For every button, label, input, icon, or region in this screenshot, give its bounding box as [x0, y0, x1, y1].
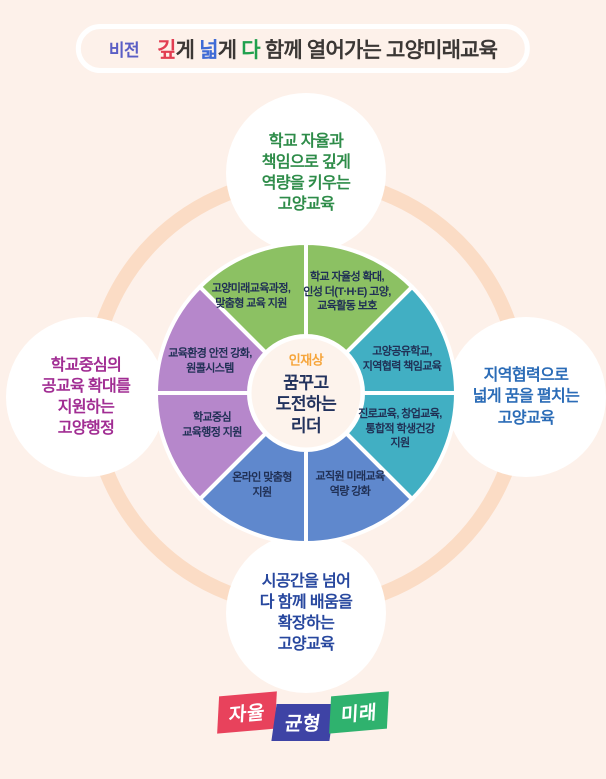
goal-node-bottom: 시공간을 넘어 다 함께 배움을 확장하는 고양교육	[226, 533, 386, 693]
segment-label-2: 학교 자율성 확대, 인성 더(T·H·E) 고양, 교육활동 보호	[303, 271, 391, 313]
vision-title: 깊게 넓게 다 함께 열어가는 고양미래교육	[157, 34, 498, 64]
vision-title-part: 게	[175, 38, 200, 62]
segment-label-8: 교육환경 안전 강화, 원콜시스템	[168, 347, 252, 374]
goal-text-bottom: 시공간을 넘어 다 함께 배움을 확장하는 고양교육	[259, 572, 353, 654]
goal-text-top: 학교 자율과 책임으로 깊게 역량을 키우는 고양교육	[261, 132, 351, 214]
vision-title-part: 함께 열어가는 고양미래교육	[259, 38, 498, 62]
vision-title-part: 게	[217, 38, 242, 62]
badge-future: 미래	[329, 691, 389, 734]
hub-title: 꿈꾸고 도전하는 리더	[275, 373, 337, 436]
vision-title-part: 넓	[199, 38, 218, 62]
hub-eyebrow: 인재상	[288, 352, 324, 368]
segment-label-7: 학교중심 교육행정 지원	[182, 411, 242, 438]
hub-text: 인재상 꿈꾸고 도전하는 리더	[246, 350, 366, 437]
goal-node-right: 지역협력으로 넓게 꿈을 펼치는 고양교육	[446, 317, 606, 477]
wheel-hub	[248, 335, 364, 451]
goal-node-top: 학교 자율과 책임으로 깊게 역량을 키우는 고양교육	[226, 93, 386, 253]
wheel-svg	[154, 241, 458, 545]
segment-label-1: 고양미래교육과정, 맞춤형 교육 지원	[211, 282, 291, 309]
strategy-wheel: 고양미래교육과정, 맞춤형 교육 지원 학교 자율성 확대, 인성 더(T·H·…	[146, 233, 466, 553]
goal-text-right: 지역협력으로 넓게 꿈을 펼치는 고양교육	[472, 367, 580, 427]
vision-label: 비전	[108, 41, 140, 60]
slogan-badges: 자율 균형 미래	[0, 691, 606, 741]
segment-label-3: 고양공유학교, 지역협력 책임교육	[362, 345, 442, 372]
badge-balance: 균형	[271, 704, 335, 741]
goal-node-left: 학교중심의 공교육 확대를 지원하는 고양행정	[6, 317, 166, 477]
goal-text-left: 학교중심의 공교육 확대를 지원하는 고양행정	[41, 356, 131, 438]
vision-title-part: 깊	[157, 38, 176, 62]
segment-label-4: 진로교육, 창업교육, 통합적 학생건강 지원	[358, 408, 442, 450]
segment-label-6: 온라인 맞춤형 지원	[232, 471, 292, 498]
segment-label-5: 교직원 미래교육 역량 강화	[315, 470, 385, 497]
vision-title-part: 다	[241, 38, 260, 62]
badge-autonomy: 자율	[217, 691, 277, 734]
vision-banner: 비전 깊게 넓게 다 함께 열어가는 고양미래교육	[75, 24, 531, 73]
